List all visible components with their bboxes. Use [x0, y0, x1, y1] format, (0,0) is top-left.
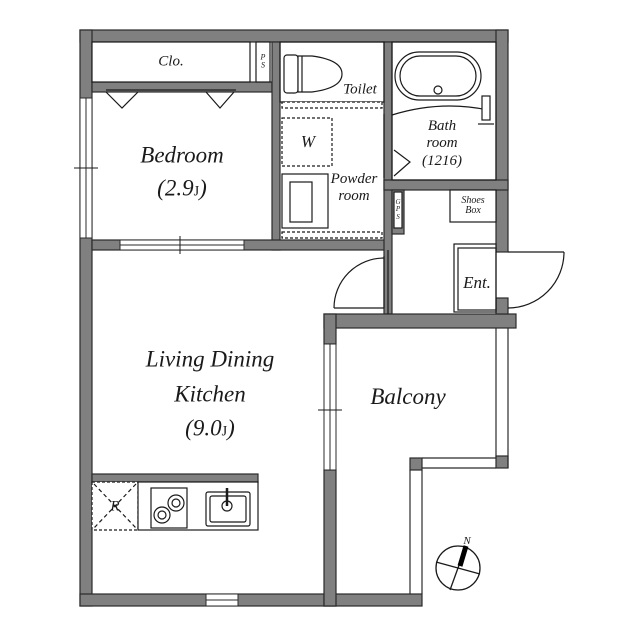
entrance-label: Ent. [463, 273, 491, 293]
ldk-size-value: (9.0 [185, 415, 222, 441]
shoes-box-line2: Box [465, 205, 481, 216]
ldk-line2: Kitchen [174, 380, 246, 406]
toilet-fixture [279, 41, 385, 109]
entrance-fixtures [393, 189, 497, 313]
windows [79, 97, 337, 607]
closet [91, 41, 271, 109]
bedroom-name: Bedroom [140, 142, 224, 168]
pipe-space-label: P S [260, 52, 266, 70]
bedroom-size-unit: J [193, 184, 200, 200]
toilet-label: Toilet [343, 81, 377, 98]
bathroom-label-line1: Bath [427, 118, 457, 135]
bedroom-size-value: (2.9 [157, 176, 194, 201]
compass-north-label: N [463, 534, 471, 547]
powder-room-fixtures [281, 114, 385, 239]
closet-label: Clo. [158, 53, 184, 70]
gas-pipe-space-label: G P S [395, 197, 401, 221]
bathroom-size: (1216) [422, 152, 462, 169]
refrigerator-label: R [110, 498, 120, 515]
north-arrow-icon [435, 545, 481, 591]
bedroom-size: (2.9J) [140, 172, 223, 205]
shoes-box-line1: Shoes [461, 195, 485, 206]
ldk-size-close: ) [227, 415, 235, 441]
window-marks [74, 167, 342, 411]
bedroom-label: Bedroom (2.9J) [140, 139, 223, 206]
ldk-line1: Living Dining [145, 346, 275, 372]
ldk-size: (9.0J) [146, 411, 274, 446]
powder-room-line2: room [338, 188, 370, 204]
balcony-label: Balcony [370, 383, 446, 409]
balcony-railing [409, 328, 509, 594]
bathtub [391, 41, 497, 181]
bathroom-label-line2: room [426, 135, 458, 152]
doors [333, 250, 565, 314]
powder-room-label: Powder room [331, 171, 378, 206]
bedroom-size-close: ) [199, 176, 207, 201]
ldk-size-unit: J [221, 423, 228, 440]
bathroom-label: Bath room (1216) [422, 118, 462, 170]
ldk-label: Living Dining Kitchen (9.0J) [146, 342, 274, 446]
kitchen-counter [91, 481, 259, 531]
shoes-box-label: Shoes Box [461, 196, 484, 216]
powder-room-line1: Powder [330, 170, 378, 187]
washer-label: W [300, 132, 316, 152]
